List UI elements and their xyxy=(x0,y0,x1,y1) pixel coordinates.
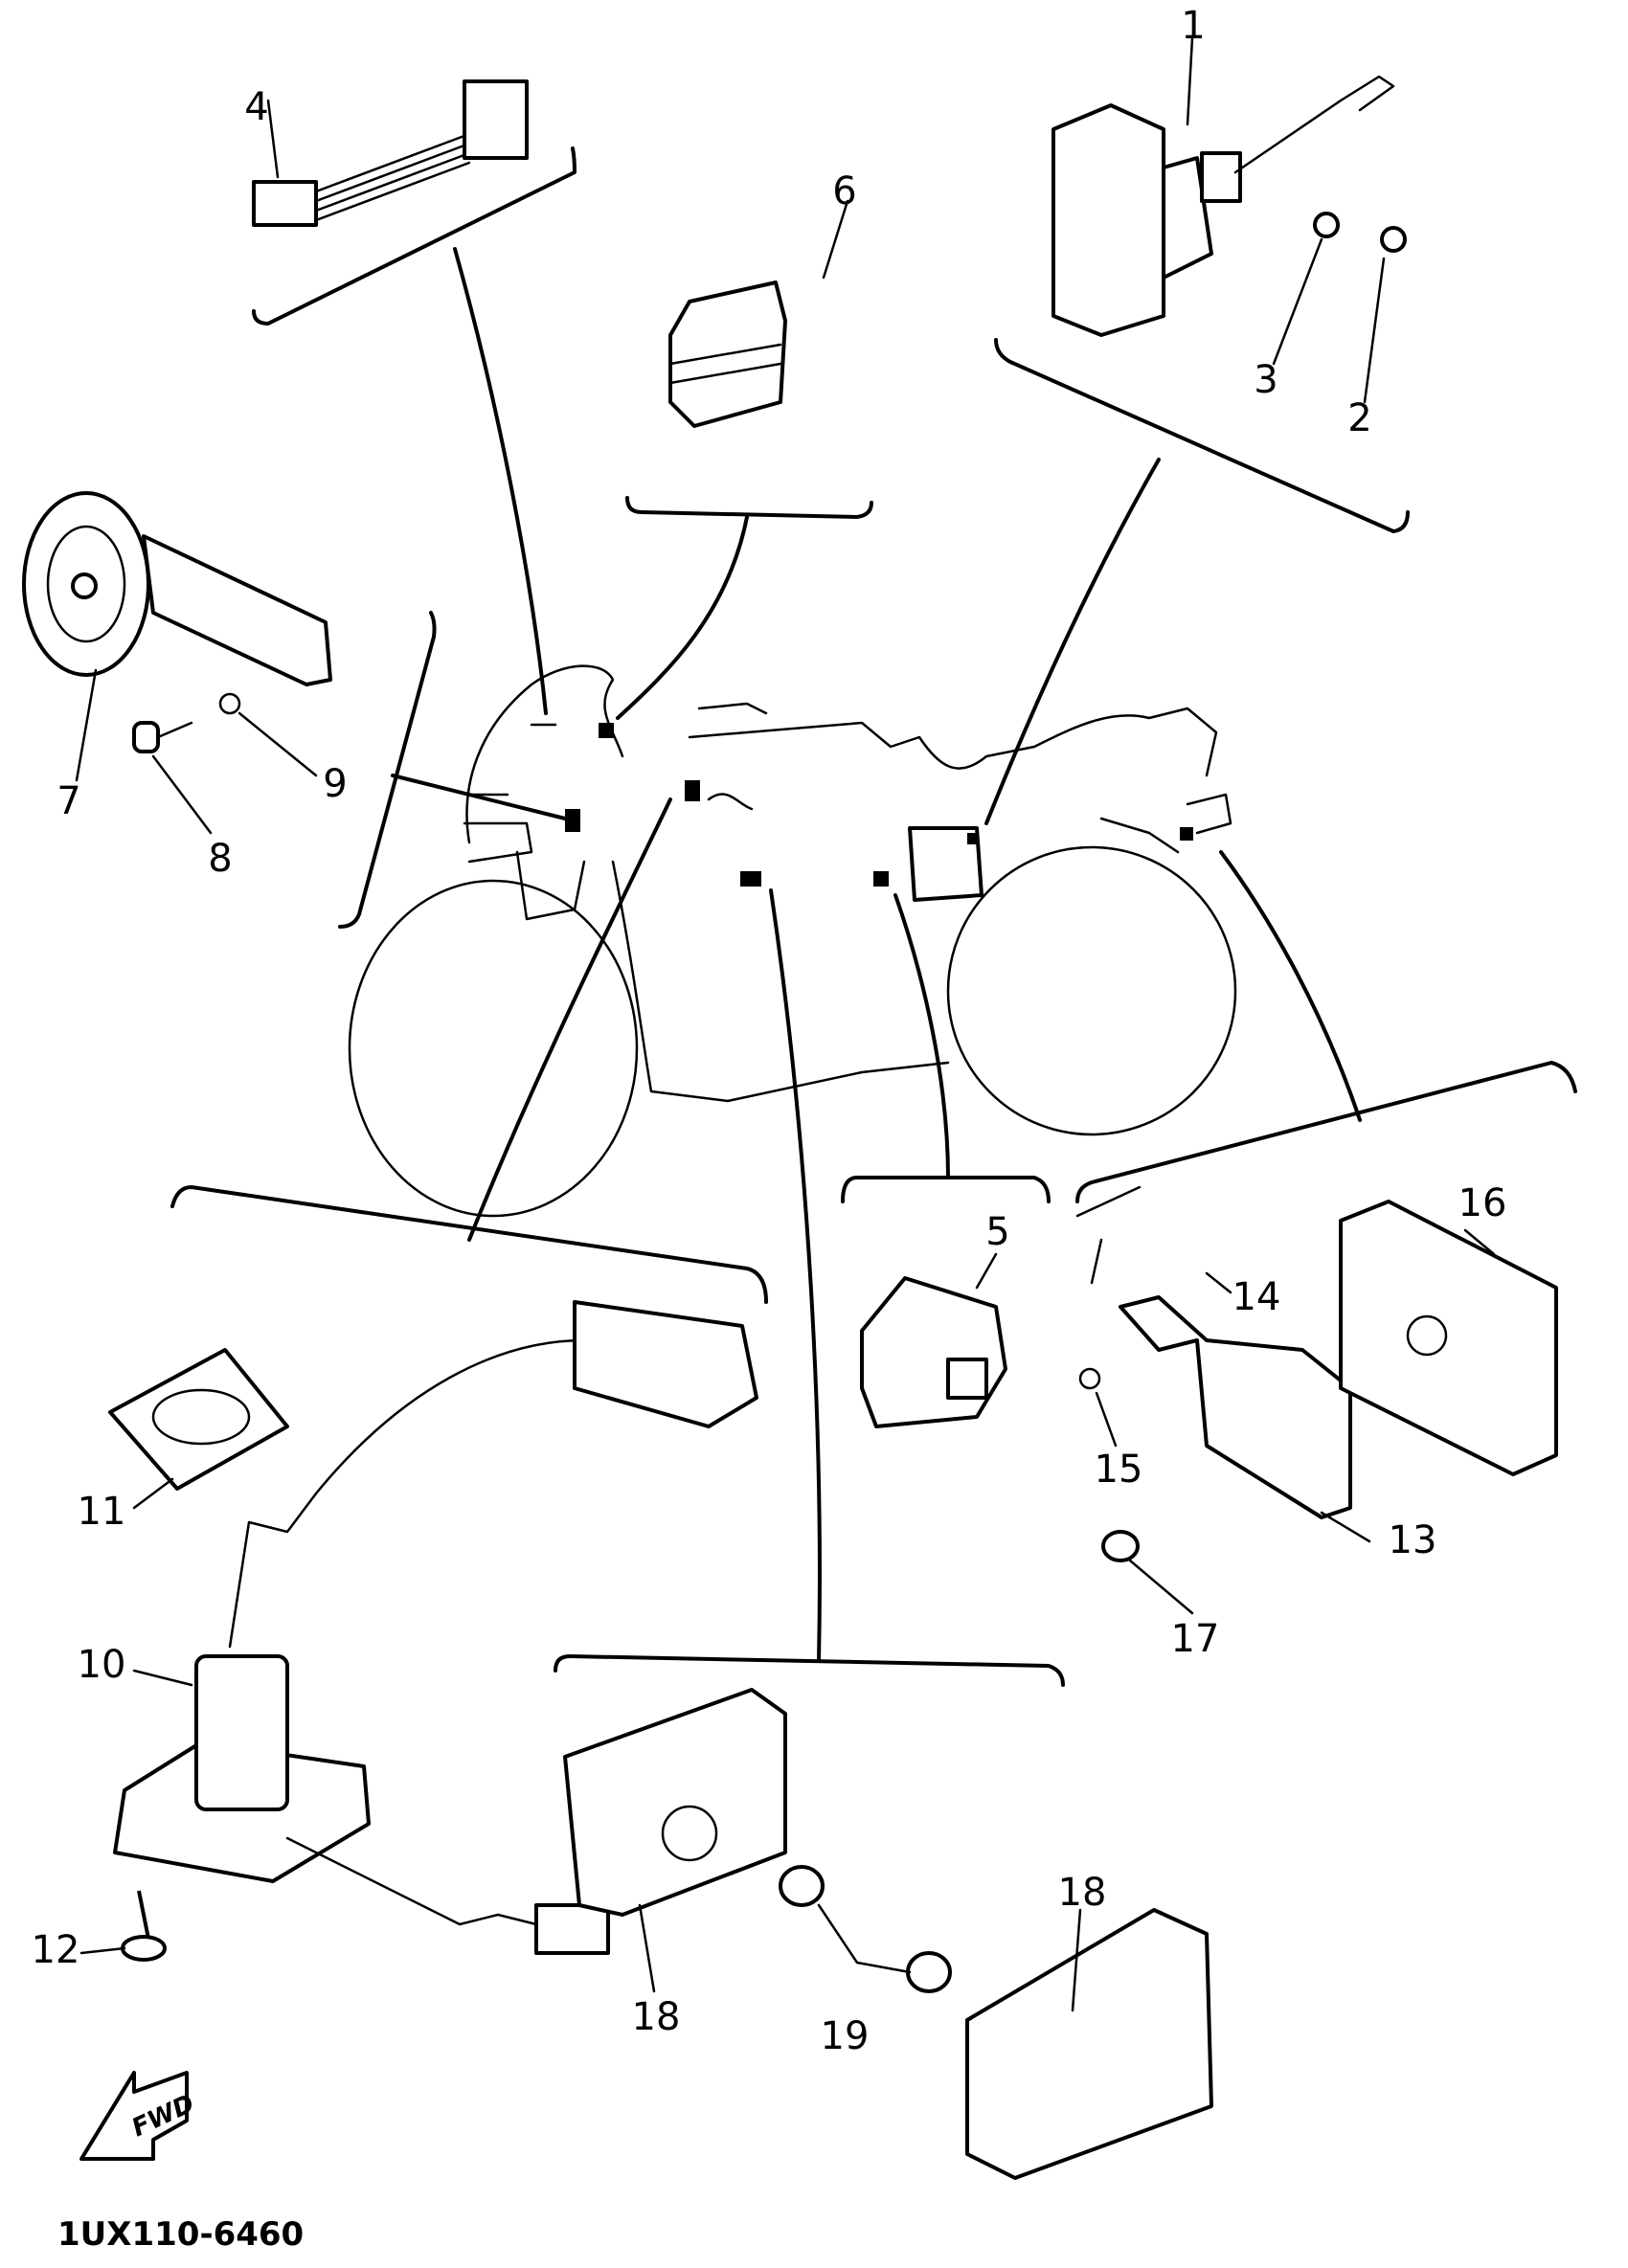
callout-7: 7 xyxy=(57,779,80,823)
drawing-code: 1UX110-6460 xyxy=(57,2215,304,2254)
part-relay-6 xyxy=(668,281,787,428)
callout-9: 9 xyxy=(323,762,347,806)
callout-14: 14 xyxy=(1232,1275,1281,1319)
callout-1: 1 xyxy=(1181,4,1205,48)
part-reflector-18-right xyxy=(965,1908,1213,2180)
part-gasket-11 xyxy=(108,1348,289,1491)
part-reflector-16 xyxy=(1339,1200,1558,1476)
part-wire-harness-4 xyxy=(252,79,529,227)
part-relay-assembly-1 xyxy=(1051,75,1407,337)
motorcycle-outline xyxy=(348,664,1237,1218)
callout-8: 8 xyxy=(208,837,232,881)
callout-19: 19 xyxy=(821,2014,870,2058)
callout-4: 4 xyxy=(244,85,268,129)
forward-direction-arrow: FWD xyxy=(79,2071,199,2161)
callout-17: 17 xyxy=(1171,1617,1220,1661)
callout-12: 12 xyxy=(32,1928,80,1972)
callout-3: 3 xyxy=(1254,358,1278,402)
callout-15: 15 xyxy=(1095,1448,1143,1492)
fwd-arrow-icon xyxy=(79,2071,189,2161)
part-fuel-pump-10 xyxy=(113,1300,758,1955)
part-flasher-relay-5 xyxy=(860,1276,1007,1428)
callout-16: 16 xyxy=(1458,1181,1507,1225)
callout-labels: 1 2 3 4 5 6 7 8 9 10 11 12 13 14 15 16 1… xyxy=(32,4,1507,2058)
callout-11: 11 xyxy=(78,1490,126,1534)
callout-5: 5 xyxy=(985,1210,1009,1254)
part-bolt-12 xyxy=(121,1890,167,1962)
callout-6: 6 xyxy=(832,169,856,213)
callout-2: 2 xyxy=(1347,396,1371,440)
callout-10: 10 xyxy=(78,1643,126,1687)
callout-leaders xyxy=(75,36,1496,2012)
group-brackets xyxy=(170,146,1577,1687)
callout-18-left: 18 xyxy=(632,1995,681,2039)
callout-18-right: 18 xyxy=(1058,1871,1107,1915)
part-reflector-18-left xyxy=(563,1688,787,1917)
part-nuts-19 xyxy=(779,1865,952,1993)
callout-13: 13 xyxy=(1389,1518,1437,1562)
part-bracket-13 xyxy=(1075,1185,1352,1562)
part-horn-7 xyxy=(22,491,332,753)
